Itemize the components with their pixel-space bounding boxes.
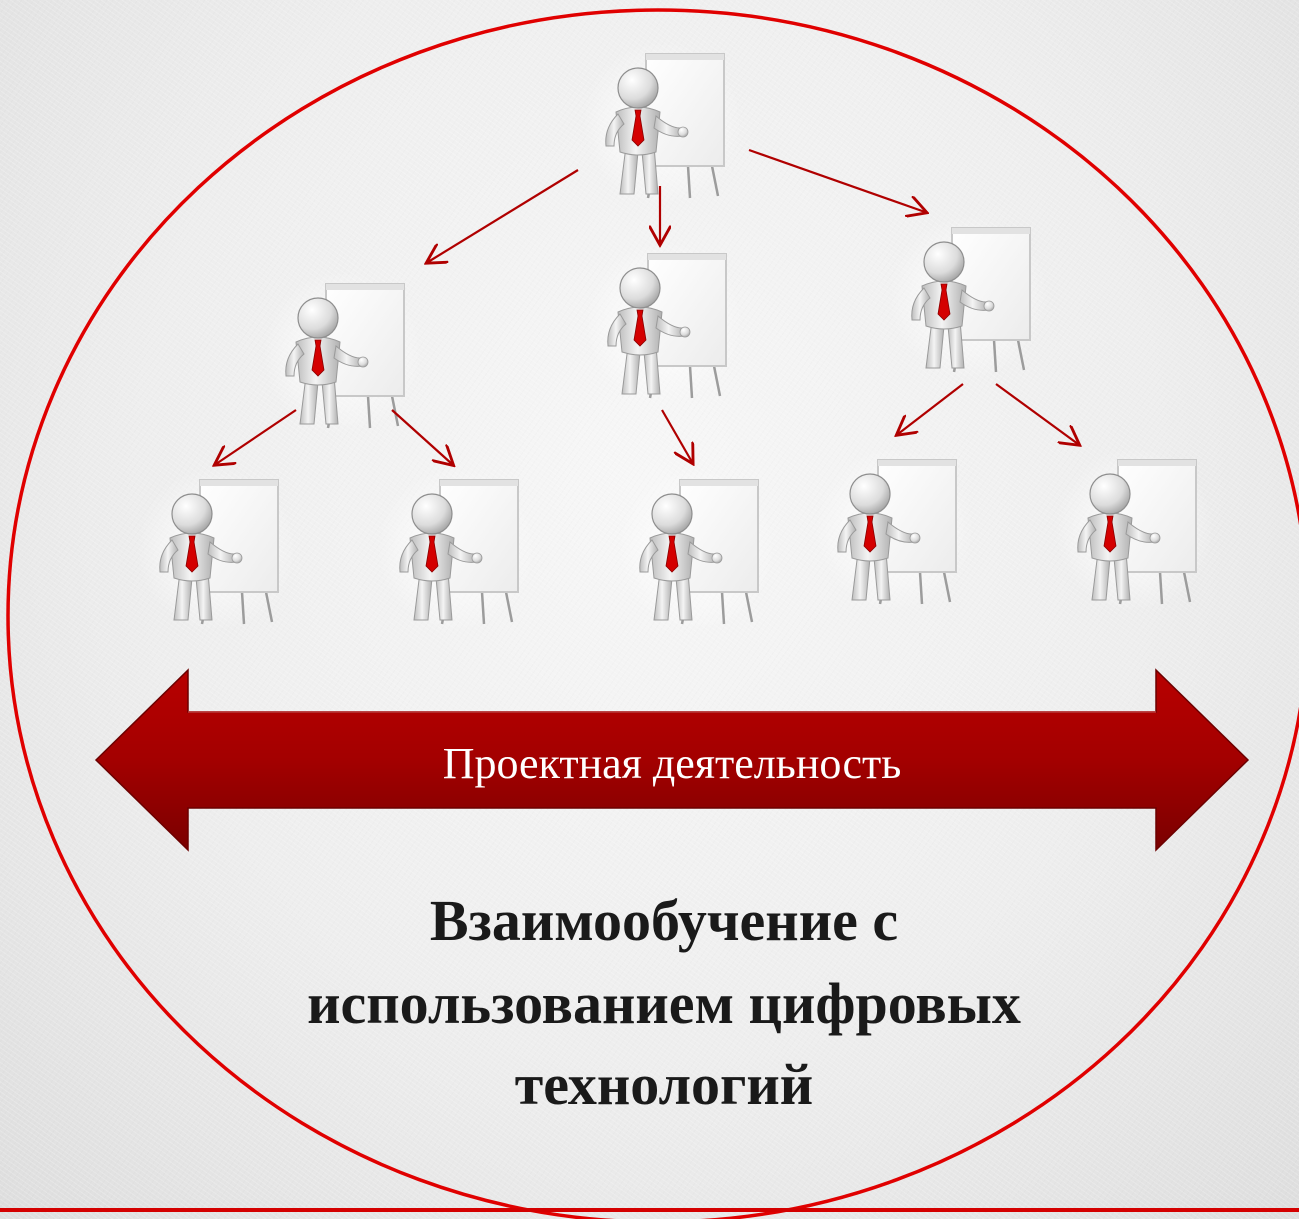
presenter-level3-5 xyxy=(1052,445,1216,613)
connector-left-1 xyxy=(216,409,297,464)
caption-line-1: Взаимообучение с xyxy=(430,888,898,953)
enclosing-circle xyxy=(6,8,1299,1219)
presenter-root xyxy=(580,39,744,207)
presenter-level2-center xyxy=(582,239,746,407)
presenter-level2-left xyxy=(260,269,424,437)
bottom-rule xyxy=(0,1208,1299,1212)
connector-root-left xyxy=(428,169,579,262)
connectors xyxy=(216,148,1078,464)
connector-center-3 xyxy=(661,409,692,462)
caption-line-2: использованием цифровых xyxy=(307,971,1021,1036)
connector-root-right xyxy=(748,148,925,212)
caption: Взаимообучение с использованием цифровых… xyxy=(307,888,1021,1117)
presenter-level3-2 xyxy=(374,465,538,633)
double-arrow-banner: Проектная деятельность xyxy=(94,668,1250,852)
presenter-level2-right xyxy=(886,213,1050,381)
presenter-level3-3 xyxy=(614,465,778,633)
presenter-level3-4 xyxy=(812,445,976,613)
connector-right-5 xyxy=(995,383,1078,444)
connector-left-2 xyxy=(391,409,452,464)
connector-right-4 xyxy=(898,383,964,434)
caption-line-3: технологий xyxy=(515,1052,813,1117)
presenter-level3-1 xyxy=(134,465,298,633)
banner-label: Проектная деятельность xyxy=(443,739,902,788)
